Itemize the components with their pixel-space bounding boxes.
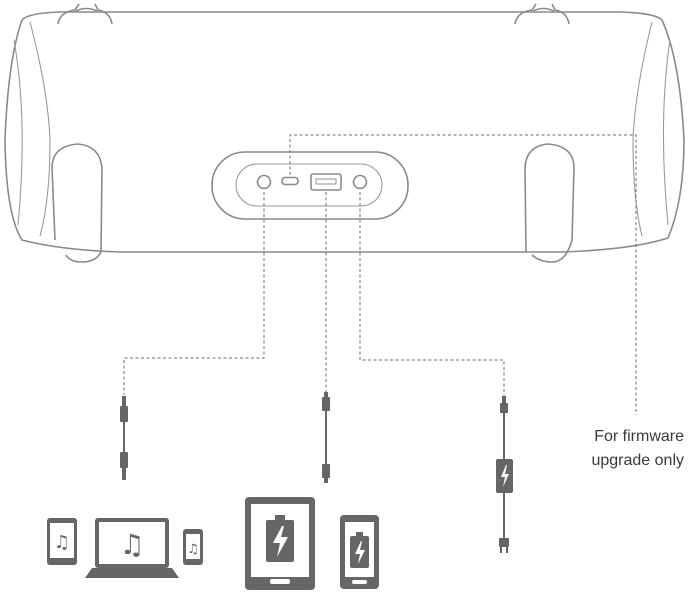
port-panel xyxy=(212,152,408,219)
charging-tablet-icon xyxy=(245,497,315,590)
dc-connection-line xyxy=(360,192,504,396)
charging-phone-icon xyxy=(340,515,379,589)
dc-in-port-icon xyxy=(354,176,367,189)
charger-plug-icon xyxy=(496,396,513,553)
svg-text:♫: ♫ xyxy=(54,532,70,553)
music-phone-icon: ♫ xyxy=(183,529,203,565)
firmware-note-line1: For firmware xyxy=(544,425,684,449)
speaker-body xyxy=(5,4,684,262)
aux-connection-line xyxy=(124,192,264,395)
aux-port-icon xyxy=(258,176,271,189)
svg-text:♫: ♫ xyxy=(187,542,199,557)
music-tablet-icon: ♫ xyxy=(47,518,77,565)
aux-cable-icon xyxy=(120,396,128,480)
usb-cable-icon xyxy=(322,392,330,483)
micro-usb-port-icon xyxy=(282,178,298,185)
svg-text:♫: ♫ xyxy=(119,528,144,561)
firmware-note-line2: upgrade only xyxy=(544,449,684,473)
music-laptop-icon: ♫ xyxy=(85,518,179,578)
firmware-connection-line xyxy=(290,135,636,415)
